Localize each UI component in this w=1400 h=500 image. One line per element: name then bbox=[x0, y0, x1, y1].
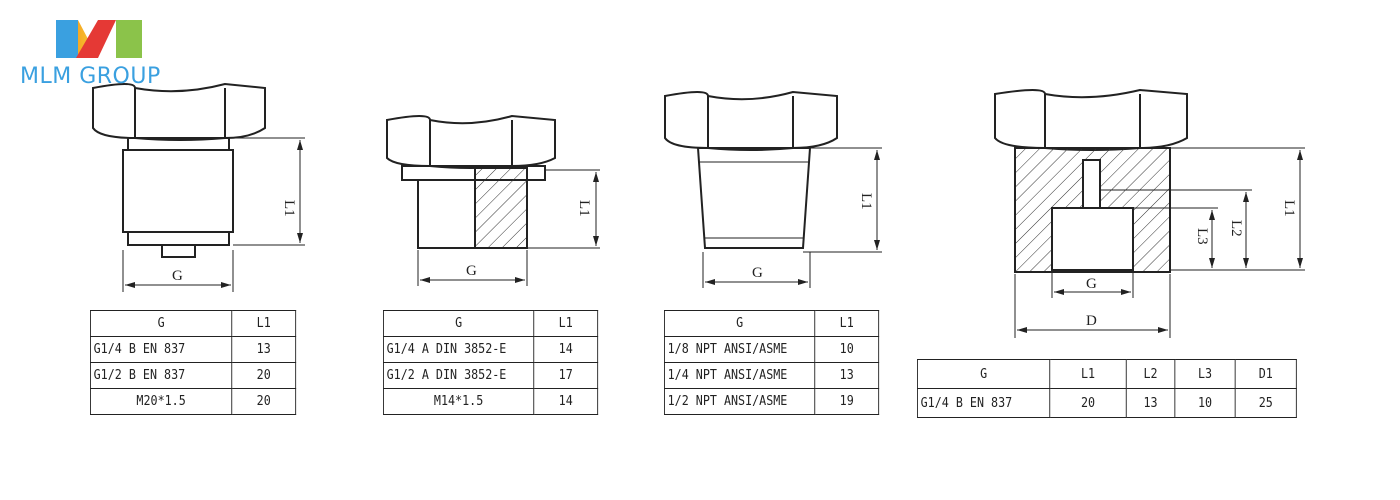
cell-l1: 13 bbox=[231, 336, 297, 363]
cell-g: 1/8 NPT ANSI/ASME bbox=[664, 336, 816, 363]
spec-table-4: G L1 L2 L3 D1 G1/4 B EN 837 20 13 10 25 bbox=[917, 359, 1297, 418]
cell-g: G1/2 A DIN 3852-E bbox=[383, 362, 535, 389]
cell-g: 1/4 NPT ANSI/ASME bbox=[664, 362, 816, 389]
dim-label-l2: L2 bbox=[1228, 220, 1244, 237]
header-l3: L3 bbox=[1174, 359, 1236, 389]
mlm-group-logo: MLM GROUP bbox=[20, 18, 190, 93]
cell-l3: 10 bbox=[1174, 388, 1236, 418]
header-g: G bbox=[383, 310, 535, 337]
cell-l1: 17 bbox=[533, 362, 599, 389]
table-header-row: G L1 L2 L3 D1 bbox=[917, 359, 1297, 389]
header-g: G bbox=[917, 359, 1051, 389]
header-d1: D1 bbox=[1234, 359, 1297, 389]
fitting-drawing-1 bbox=[92, 82, 305, 292]
dim-label-g: G bbox=[172, 268, 183, 284]
header-l1: L1 bbox=[533, 310, 599, 337]
header-g: G bbox=[89, 310, 233, 337]
cell-l1: 20 bbox=[231, 362, 297, 389]
dim-label-l1: L1 bbox=[858, 193, 874, 210]
table-row: G1/4 B EN 837 20 13 10 25 bbox=[917, 388, 1297, 418]
dim-label-g: G bbox=[466, 263, 477, 279]
fitting-drawing-2 bbox=[386, 114, 600, 286]
cell-l1: 14 bbox=[533, 388, 599, 415]
fitting-drawing-4 bbox=[994, 88, 1305, 338]
cell-g: M14*1.5 bbox=[383, 388, 535, 415]
logo-m-mark-icon bbox=[56, 20, 142, 58]
dim-label-g: G bbox=[1086, 276, 1097, 292]
dim-label-l1: L1 bbox=[576, 200, 592, 217]
dim-label-l1: L1 bbox=[281, 200, 297, 217]
cell-g: 1/2 NPT ANSI/ASME bbox=[664, 388, 816, 415]
dim-label-l1: L1 bbox=[1281, 200, 1297, 217]
cell-l2: 13 bbox=[1125, 388, 1176, 418]
fitting-drawing-3 bbox=[664, 90, 882, 288]
cell-l1: 14 bbox=[533, 336, 599, 363]
cell-g: G1/4 B EN 837 bbox=[89, 336, 233, 363]
header-l1: L1 bbox=[1049, 359, 1127, 389]
header-g: G bbox=[664, 310, 816, 337]
logo-text: MLM GROUP bbox=[20, 64, 161, 89]
cell-l1: 20 bbox=[231, 388, 297, 415]
dim-label-g: G bbox=[752, 265, 763, 281]
cell-l1: 20 bbox=[1049, 388, 1127, 418]
header-l1: L1 bbox=[231, 310, 297, 337]
cell-l1: 13 bbox=[814, 362, 880, 389]
dim-label-l3: L3 bbox=[1194, 228, 1210, 245]
cell-g: G1/4 A DIN 3852-E bbox=[383, 336, 535, 363]
dim-label-d: D bbox=[1086, 313, 1097, 329]
cell-g: G1/4 B EN 837 bbox=[917, 388, 1051, 418]
header-l2: L2 bbox=[1125, 359, 1176, 389]
cell-l1: 19 bbox=[814, 388, 880, 415]
cell-g: G1/2 B EN 837 bbox=[89, 362, 233, 389]
cell-g: M20*1.5 bbox=[89, 388, 233, 415]
cell-d1: 25 bbox=[1234, 388, 1297, 418]
header-l1: L1 bbox=[814, 310, 880, 337]
cell-l1: 10 bbox=[814, 336, 880, 363]
